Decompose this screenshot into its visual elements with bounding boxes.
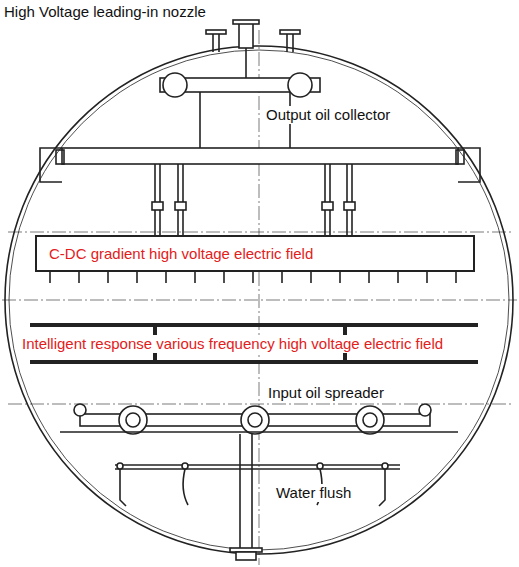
electrode-tooth [78,272,80,283]
electrode-tooth [136,272,138,283]
support-beam [40,148,480,182]
electrode-tooth [455,272,457,283]
field-label: C-DC gradient high voltage electric fiel… [49,245,313,263]
electrode-tooth [281,272,283,283]
collector-label: Output oil collector [264,106,392,124]
electrode-tooth [397,272,399,283]
spreader-label: Input oil spreader [266,384,386,402]
center-lines [2,30,517,565]
electrode-tooth [107,272,109,283]
water-flush-pipe [115,434,400,560]
electrode-tooth [368,272,370,283]
electrode-tooth [165,272,167,283]
electrode-tooth [426,272,428,283]
field-box: C-DC gradient high voltage electric fiel… [35,235,475,272]
electrode-tooth [310,272,312,283]
electrode-tooth [252,272,254,283]
input-oil-spreader [60,404,458,434]
electrode-tooth [194,272,196,283]
electrode-tooth [339,272,341,283]
field-label: Intelligent response various frequency h… [20,335,445,353]
high-voltage-nozzle [206,20,300,78]
flush-label: Water flush [274,484,353,502]
insulator-hangers [152,164,355,236]
electrode-tooth [49,272,51,283]
nozzle-label: High Voltage leading-in nozzle [2,3,208,21]
electrode-teeth [50,272,456,283]
electrode-tooth [223,272,225,283]
